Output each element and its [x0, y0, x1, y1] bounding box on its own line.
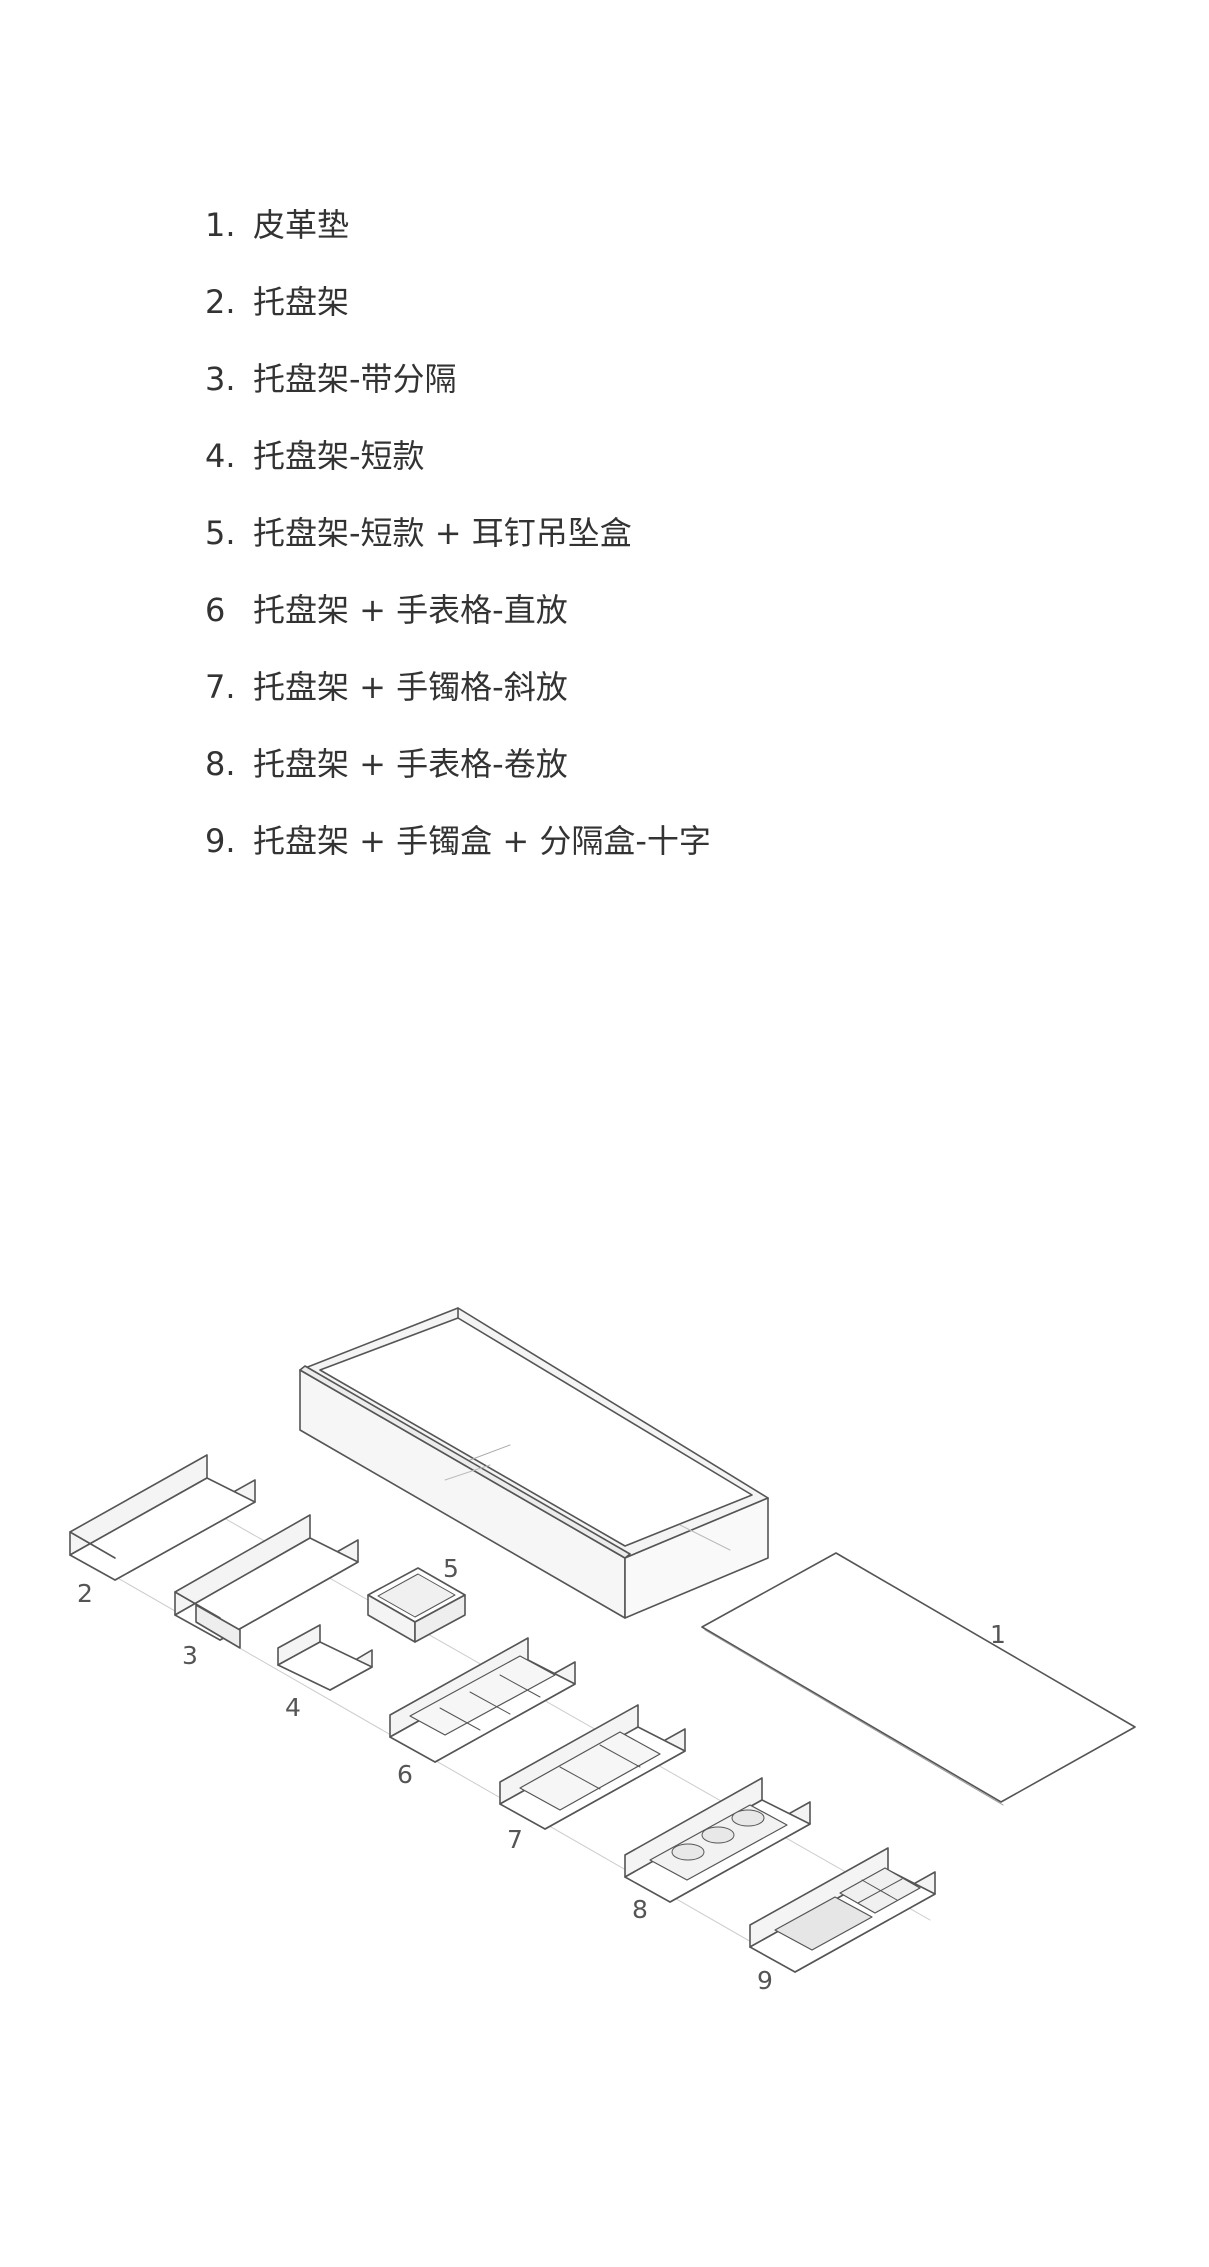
list-item-label: 托盘架-带分隔 [253, 360, 457, 398]
callout-7: 7 [507, 1825, 523, 1854]
callout-1: 1 [990, 1620, 1006, 1649]
tray-rack-8 [624, 1777, 811, 1903]
list-item-label: 托盘架 [253, 283, 350, 321]
list-item-number: 2. [205, 283, 236, 321]
callout-2: 2 [77, 1579, 93, 1608]
callout-4: 4 [285, 1693, 301, 1722]
list-item-number: 7. [205, 668, 236, 706]
tray-rack-2 [69, 1454, 256, 1581]
list-item-label: 托盘架 + 手表格-卷放 [253, 745, 568, 783]
exploded-drawer-diagram: 1 2 3 4 5 6 7 8 9 [0, 1270, 1209, 2050]
list-item-label: 托盘架 + 手镯格-斜放 [253, 668, 568, 706]
tray-rack-5 [367, 1567, 466, 1643]
callout-6: 6 [397, 1760, 413, 1789]
list-item-number: 9. [205, 822, 236, 860]
list-item-number: 5. [205, 514, 236, 552]
callout-3: 3 [182, 1641, 198, 1670]
callout-9: 9 [757, 1966, 773, 1995]
list-item-number: 1. [205, 206, 236, 244]
drawer-box [299, 1307, 769, 1619]
list-item-number: 6 [205, 591, 226, 629]
tray-rack-3 [174, 1514, 359, 1649]
list-item-number: 4. [205, 437, 236, 475]
list-item-label: 托盘架 + 手镯盒 + 分隔盒-十字 [253, 822, 711, 860]
tray-rack-9 [749, 1847, 936, 1973]
callout-8: 8 [632, 1895, 648, 1924]
list-item-label: 托盘架-短款 [253, 437, 425, 475]
list-item-label: 托盘架 + 手表格-直放 [253, 591, 568, 629]
list-item-number: 3. [205, 360, 236, 398]
tray-rack-6 [389, 1637, 576, 1763]
list-item-label: 托盘架-短款 + 耳钉吊坠盒 [253, 514, 632, 552]
diagram-canvas: 1 2 3 4 5 6 7 8 9 [69, 1307, 1136, 1995]
list-item-number: 8. [205, 745, 236, 783]
callout-5: 5 [443, 1554, 459, 1583]
leather-mat [701, 1552, 1136, 1806]
tray-rack-7 [499, 1704, 686, 1830]
list-item-label: 皮革垫 [253, 206, 350, 244]
tray-rack-4 [277, 1624, 373, 1691]
